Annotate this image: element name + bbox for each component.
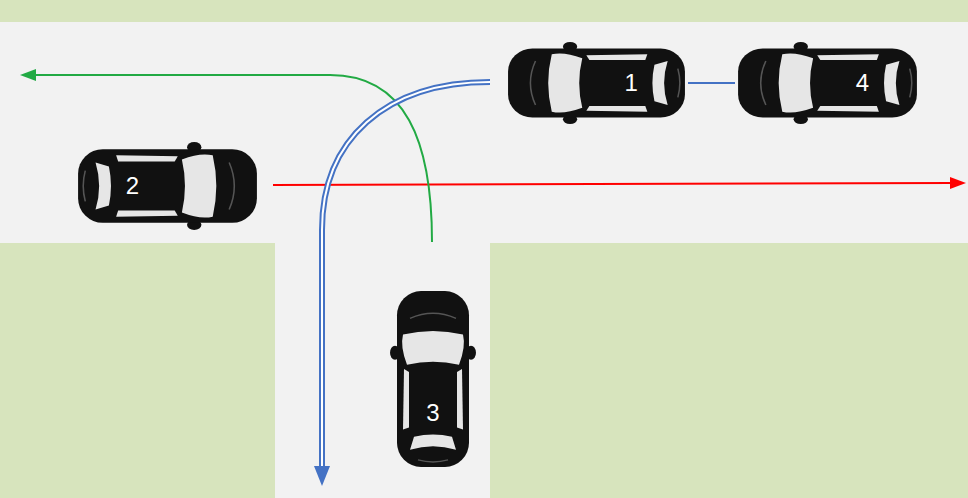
car-shape xyxy=(505,40,688,126)
car-number: 3 xyxy=(426,401,439,425)
arrow-head xyxy=(314,466,330,486)
car: 2 xyxy=(75,140,260,232)
path-arrow xyxy=(322,82,490,468)
car-number: 1 xyxy=(624,71,637,95)
car-shape xyxy=(75,140,260,232)
arrow-head xyxy=(20,69,36,81)
car-shape xyxy=(735,40,920,126)
path-arrow xyxy=(322,82,490,468)
car: 1 xyxy=(505,40,688,126)
grass xyxy=(490,243,968,498)
path-arrow xyxy=(273,183,952,185)
tow-line xyxy=(688,82,735,84)
car: 4 xyxy=(735,40,920,126)
car-shape xyxy=(388,288,478,470)
grass xyxy=(0,0,968,22)
car-number: 2 xyxy=(126,174,139,198)
car-number: 4 xyxy=(856,71,869,95)
grass xyxy=(0,243,275,498)
path-arrow xyxy=(34,75,432,242)
arrow-head xyxy=(950,177,966,189)
car: 3 xyxy=(388,288,478,470)
